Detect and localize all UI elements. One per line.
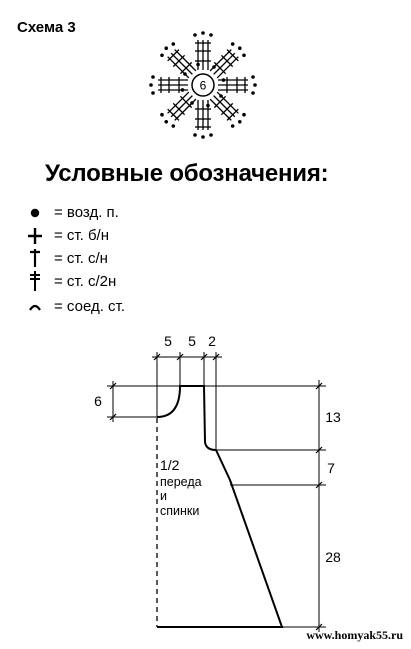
dim-left-neck: 6: [94, 393, 102, 409]
motif-spoke: [160, 88, 197, 128]
legend-title: Условные обозначения:: [45, 160, 329, 187]
legend-item-cross: = ст. б/н: [28, 225, 109, 245]
dim-right-lower: 28: [325, 549, 341, 565]
motif-spoke: [206, 91, 246, 128]
cross-icon: [28, 228, 42, 244]
legend-item-label: = возд. п.: [54, 203, 119, 221]
legend-item-double-dagger: = ст. с/2н: [28, 271, 116, 291]
pattern-diagram: 5 5 2 6 13 7 28 1/2 переда и спинки: [94, 333, 341, 632]
legend-item-dagger: = ст. с/н: [28, 248, 108, 268]
dim-right-mid: 7: [327, 460, 335, 476]
dim-top-right: 2: [208, 333, 216, 349]
dim-right-upper: 13: [325, 409, 341, 425]
legend-item-label: = ст. с/2н: [54, 272, 117, 290]
motif-spoke: [218, 75, 257, 98]
watermark: www.homyak55.ru: [306, 628, 403, 642]
scheme-title: Схема 3: [17, 19, 76, 36]
motif-spoke: [160, 42, 200, 79]
double-dagger-icon: [30, 271, 40, 291]
pattern-label-and: и: [160, 489, 167, 503]
pattern-label-front: переда: [160, 475, 202, 489]
legend-item-label: = ст. б/н: [54, 226, 110, 244]
legend-item-label: = соед. ст.: [54, 297, 125, 315]
arc-icon: [29, 304, 41, 311]
legend-item-arc: = соед. ст.: [28, 296, 125, 316]
motif-spoke: [209, 42, 246, 82]
dagger-icon: [30, 249, 40, 267]
motif-center-ring: [191, 73, 215, 97]
motif-center-label: 6: [200, 79, 207, 93]
motif-scheme: 6: [149, 31, 257, 139]
legend-item-label: = ст. с/н: [54, 249, 108, 267]
motif-spoke: [190, 100, 213, 139]
dot-icon: [30, 208, 40, 218]
dim-top-left: 5: [164, 333, 172, 349]
pattern-label-fraction: 1/2: [160, 457, 180, 473]
pattern-label-back: спинки: [160, 504, 199, 518]
legend-item-dot: = возд. п.: [28, 202, 119, 222]
dim-top-mid: 5: [188, 333, 196, 349]
